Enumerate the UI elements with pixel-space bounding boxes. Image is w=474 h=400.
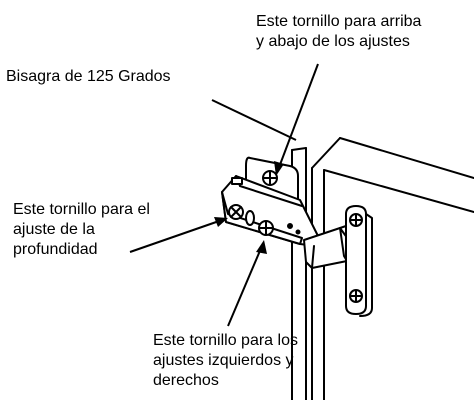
label-line: ajustes izquierdos y xyxy=(153,352,294,369)
door-panel xyxy=(311,137,474,400)
depth-leader xyxy=(129,219,223,253)
label-line: y abajo de los ajustes xyxy=(256,33,410,50)
depth-arrowhead xyxy=(214,217,228,227)
label-line: derechos xyxy=(153,372,219,389)
left-right-arrowhead xyxy=(256,240,267,254)
label-line: Este tornillo para el xyxy=(13,201,150,218)
hinge-label: Bisagra de 125 Grados xyxy=(6,68,171,85)
depth-adjust-label: Este tornillo para el ajuste de la profu… xyxy=(13,200,150,260)
label-line: Este tornillo para arriba xyxy=(256,13,422,30)
left-right-leader xyxy=(227,245,263,327)
top-bottom-adjust-label: Este tornillo para arriba y abajo de los… xyxy=(256,12,421,52)
left-right-adjust-label: Este tornillo para los ajustes izquierdo… xyxy=(153,331,298,391)
hinge-leader xyxy=(211,99,297,141)
top-screw-arrowhead xyxy=(274,161,284,176)
label-line: ajuste de la xyxy=(13,221,95,238)
hinge-arm xyxy=(221,175,319,247)
top-screw-leader xyxy=(277,63,319,171)
door-plate xyxy=(345,205,373,317)
label-line: Este tornillo para los xyxy=(153,332,298,349)
label-line: profundidad xyxy=(13,241,98,258)
